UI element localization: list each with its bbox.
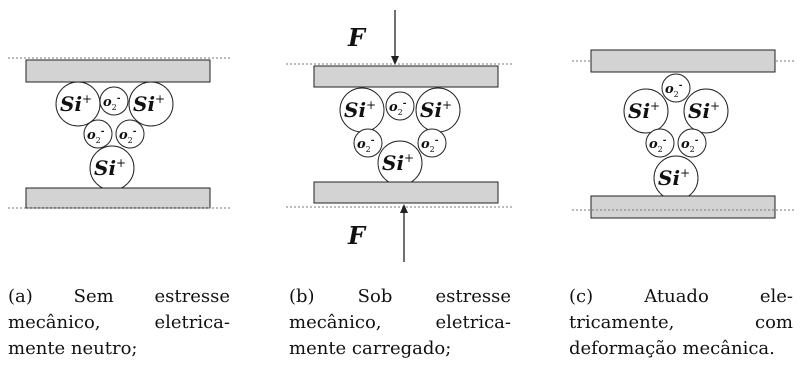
top-plate (590, 49, 776, 73)
o-label: o2- (421, 136, 439, 154)
si-label: Si+ (688, 99, 720, 123)
top-plate (313, 65, 499, 88)
force-arrowhead-top (391, 56, 399, 65)
caption-line: mente neutro; (8, 338, 138, 359)
o-atom-left (645, 128, 675, 158)
caption-line: mecânico, eletrica- (8, 312, 230, 333)
o-label: o2- (357, 136, 375, 154)
bottom-plate (313, 181, 499, 204)
caption-line: mecânico, eletrica- (289, 312, 511, 333)
caption-line: (c) Atuado ele- (569, 286, 793, 307)
bottom-plate (25, 187, 211, 209)
si-label: Si+ (420, 98, 452, 122)
force-label-top: F (347, 23, 367, 52)
si-label: Si+ (658, 166, 690, 190)
si-label: Si+ (382, 151, 414, 175)
panel-a: Si+ o2- Si+ o2- o2- Si+ (8, 57, 230, 209)
o-atom-left (353, 128, 383, 158)
caption-line: (a) Sem estresse (8, 286, 230, 307)
o-atom-right (115, 119, 145, 149)
caption-line: mente carregado; (289, 338, 452, 359)
panel-b: F F Si+ o2- Si+ o2- o2- Si+ (286, 10, 512, 262)
top-plate (25, 59, 211, 83)
o-label: o2- (649, 136, 667, 154)
o-atom-top (99, 86, 129, 116)
si-label: Si+ (94, 156, 126, 180)
force-label-bottom: F (347, 221, 367, 250)
si-label: Si+ (344, 98, 376, 122)
o-label: o2- (103, 94, 121, 112)
o-atom-left (83, 119, 113, 149)
si-atom-top-right (683, 88, 729, 134)
caption-b: (b) Sob estresse mecânico, eletrica- men… (289, 284, 511, 362)
o-label: o2- (119, 127, 137, 145)
figure-diagram: Si+ o2- Si+ o2- o2- Si+ F F Si+ o2- Si+ … (8, 10, 795, 262)
caption-line: tricamente, com (569, 312, 793, 333)
caption-line: deformação mecânica. (569, 338, 775, 359)
caption-line: (b) Sob estresse (289, 286, 511, 307)
o-label: o2- (389, 99, 407, 117)
force-arrowhead-bottom (400, 204, 408, 213)
o-label: o2- (681, 136, 699, 154)
bottom-plate (590, 195, 776, 219)
o-atom-right (677, 128, 707, 158)
panel-c: o2- Si+ Si+ o2- o2- Si+ (572, 49, 795, 219)
si-label: Si+ (628, 99, 660, 123)
o-atom-top (661, 73, 691, 103)
caption-a: (a) Sem estresse mecânico, eletrica- men… (8, 284, 230, 362)
si-label: Si+ (133, 92, 165, 116)
si-label: Si+ (60, 92, 92, 116)
si-atom-top-left (623, 88, 669, 134)
o-atom-top (385, 91, 415, 121)
si-atom-top-right (128, 81, 174, 127)
caption-c: (c) Atuado ele- tricamente, com deformaç… (569, 284, 793, 362)
o-atom-right (417, 128, 447, 158)
o-label: o2- (665, 81, 683, 99)
o-label: o2- (87, 127, 105, 145)
